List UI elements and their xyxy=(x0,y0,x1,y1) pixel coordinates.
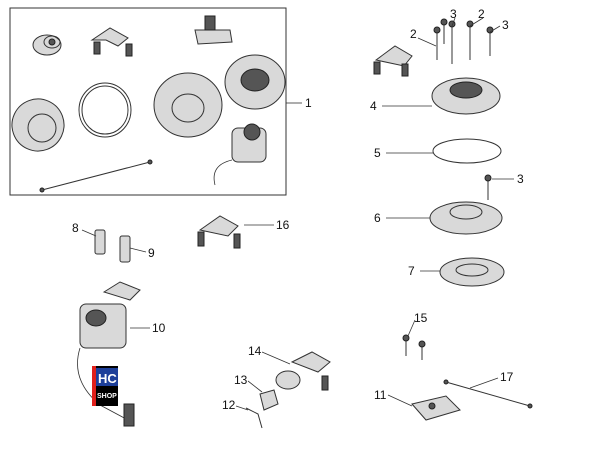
logo-line2: SHOP xyxy=(97,393,117,400)
filler-base xyxy=(429,201,503,235)
callout-11: 11 xyxy=(374,388,387,402)
callout-3: 3 xyxy=(517,172,524,186)
kit-o-ring xyxy=(78,82,132,138)
kit-filler-base xyxy=(153,72,223,138)
gasket-plate xyxy=(439,257,505,287)
kit-cable xyxy=(39,159,153,193)
callout-7: 7 xyxy=(408,264,415,278)
kit-keys xyxy=(90,27,133,57)
bracket-13 xyxy=(259,389,279,411)
callout-17: 17 xyxy=(500,370,514,384)
callout-4: 4 xyxy=(370,99,377,113)
ignition-switch xyxy=(77,281,141,427)
clip-12 xyxy=(245,407,263,429)
hc-shop-logo: HC SHOP xyxy=(92,366,118,406)
callout-14: 14 xyxy=(248,344,262,358)
callout-8: 8 xyxy=(72,221,79,235)
kit-box xyxy=(9,7,287,196)
callout-12: 12 xyxy=(222,398,236,412)
kit-latch-bracket xyxy=(194,15,233,45)
fuel-cap-assembly xyxy=(373,45,501,115)
callout-5: 5 xyxy=(374,146,381,160)
callout-3: 3 xyxy=(502,18,509,32)
kit-lock-barrel xyxy=(32,34,62,56)
callout-13: 13 xyxy=(234,373,248,387)
callout-16: 16 xyxy=(276,218,290,232)
kit-filler-cap xyxy=(224,54,286,110)
callout-2: 2 xyxy=(478,7,485,21)
callout-2: 2 xyxy=(410,27,417,41)
lock-set-14 xyxy=(275,351,331,391)
logo-line1: HC xyxy=(98,371,117,386)
kit-seal-plate xyxy=(11,98,65,152)
callout-1: 1 xyxy=(305,96,312,110)
key-blank-9 xyxy=(119,235,131,263)
kit-ignition-switch xyxy=(213,123,267,186)
latch-11 xyxy=(411,395,461,421)
o-ring xyxy=(432,138,502,164)
cable-17 xyxy=(445,381,531,407)
callout-15: 15 xyxy=(414,311,428,325)
callout-10: 10 xyxy=(152,321,166,335)
key-blank-8 xyxy=(94,229,106,255)
callout-9: 9 xyxy=(148,246,155,260)
callout-6: 6 xyxy=(374,211,381,225)
callout-3: 3 xyxy=(450,7,457,21)
bolts-group xyxy=(433,18,494,64)
keys-16 xyxy=(197,215,241,249)
